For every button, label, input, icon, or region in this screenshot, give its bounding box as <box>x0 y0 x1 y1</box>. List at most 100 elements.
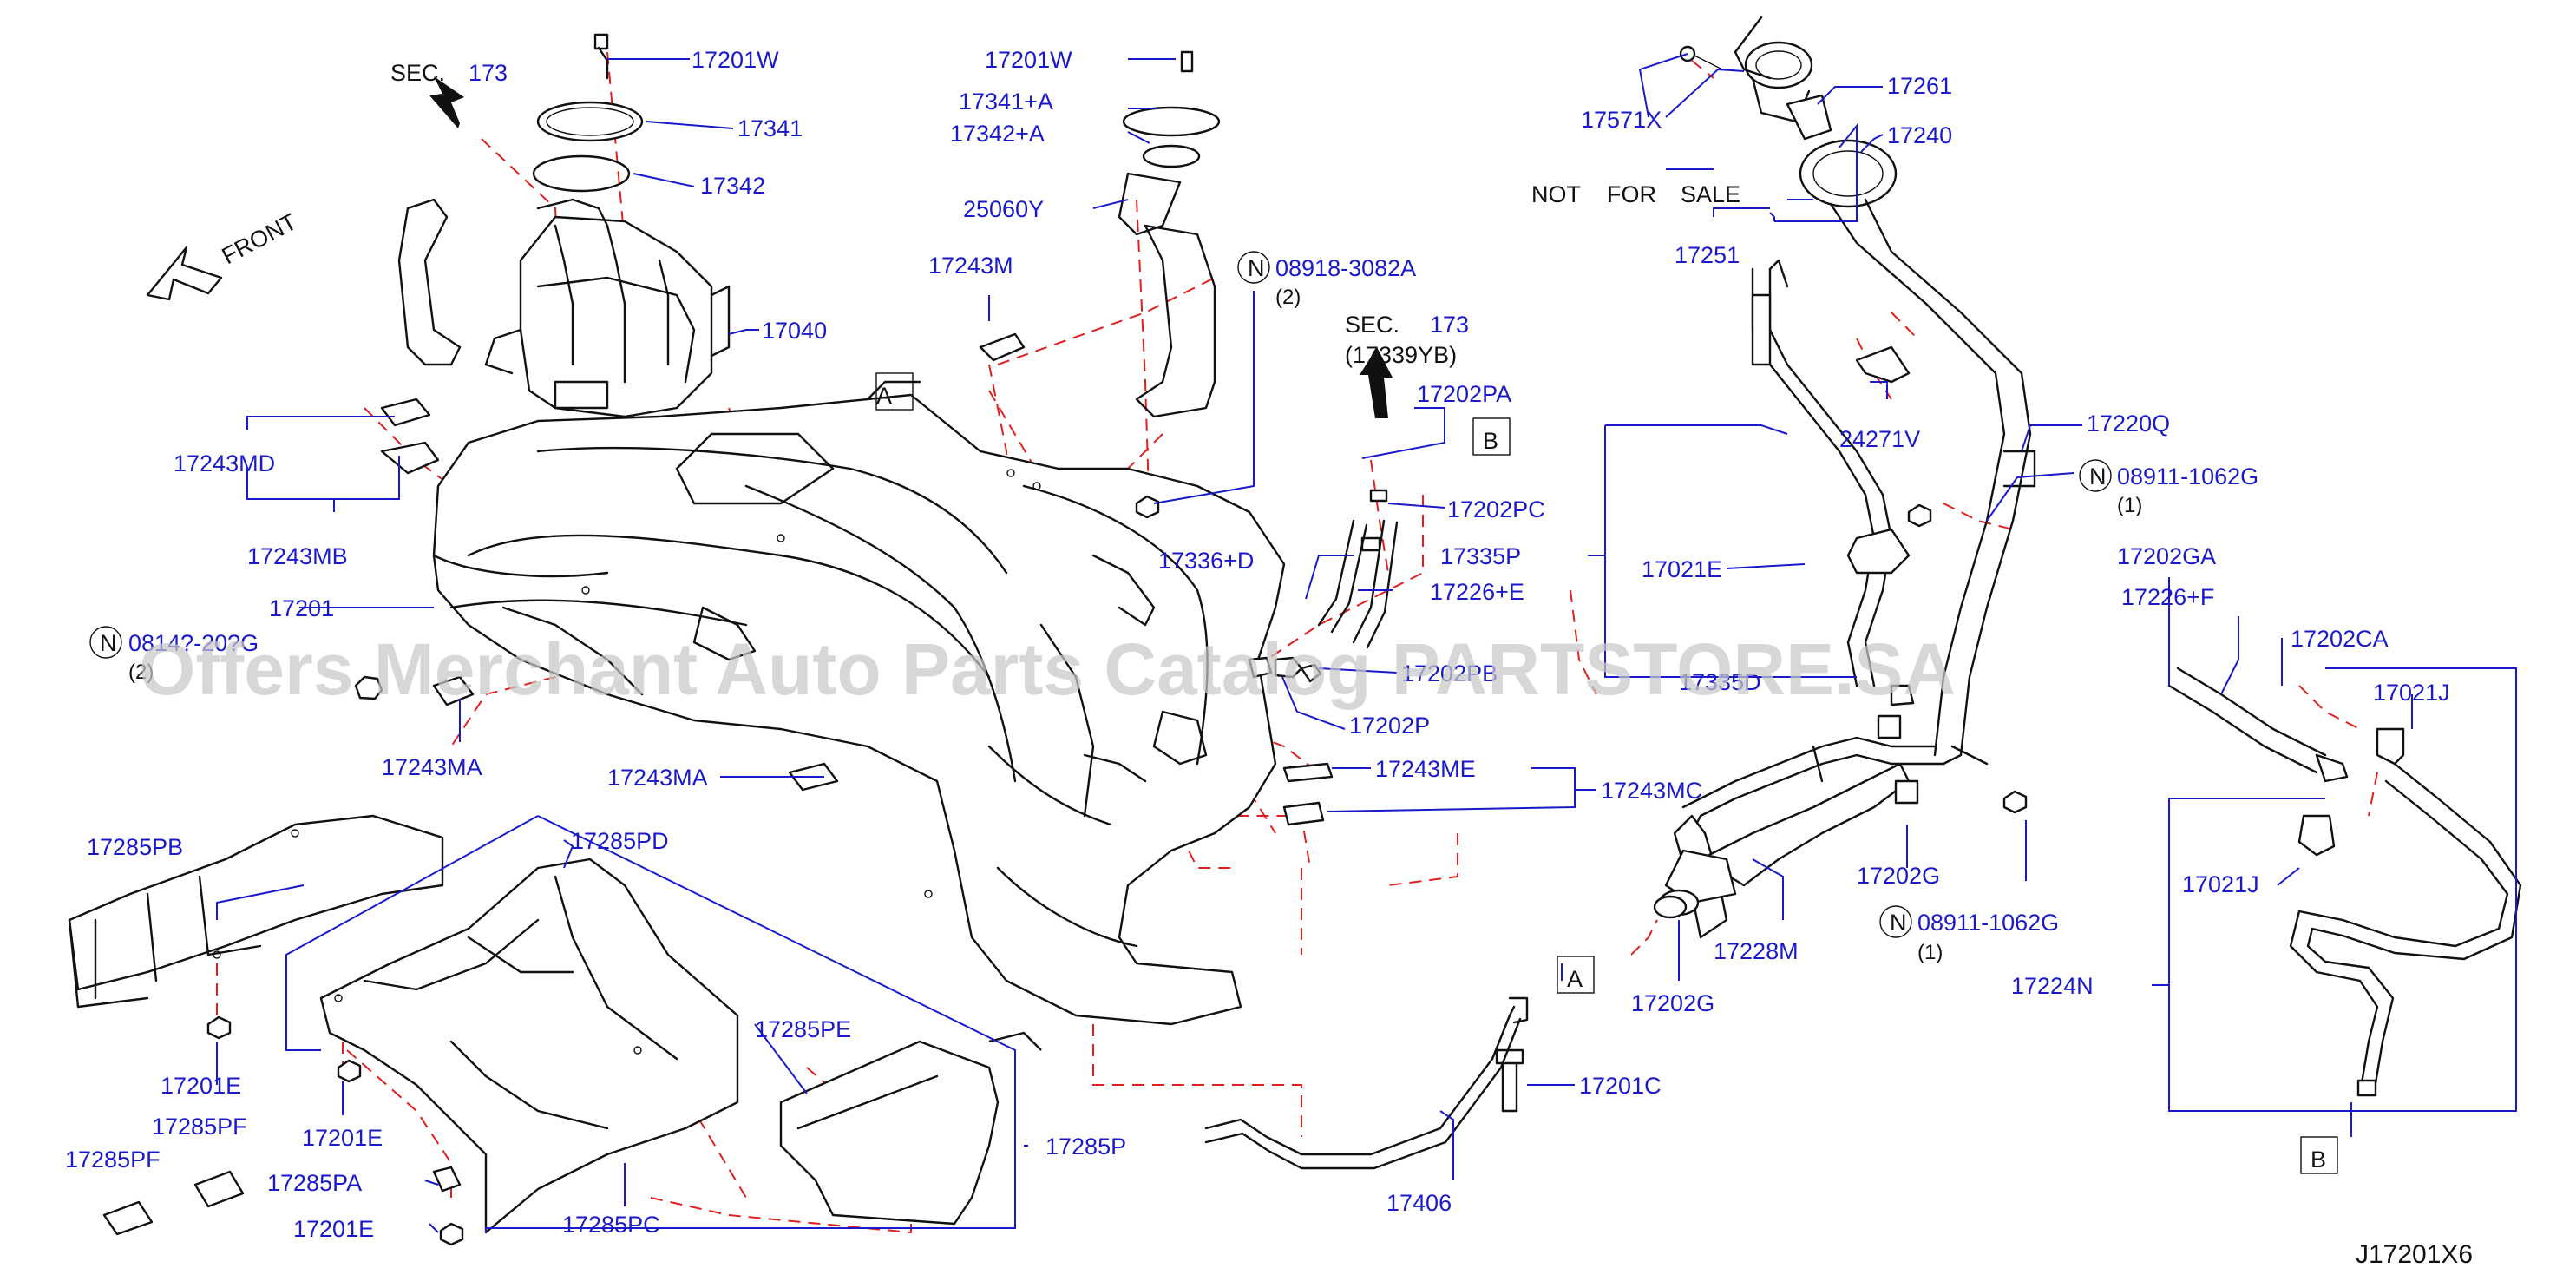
part-label: 08918-3082A <box>1275 255 1416 281</box>
part-label: 17285PF <box>65 1147 161 1173</box>
part-label: 17406 <box>1386 1190 1452 1216</box>
nut-symbol: N <box>1890 910 1907 936</box>
ref-box-label: B <box>1483 428 1498 454</box>
part-label: 0814?-20?G <box>128 630 259 656</box>
part-label: 17202GA <box>2117 543 2216 569</box>
part-label: 17201E <box>293 1216 374 1242</box>
diagram-id: J17201X6 <box>2356 1240 2473 1269</box>
nut-symbol: N <box>1248 255 1265 281</box>
part-label: 17335D <box>1679 669 1761 695</box>
filler-assembly <box>1673 16 2036 939</box>
part-label: 17261 <box>1887 73 1952 99</box>
heat-shield-17285PE <box>779 1040 1000 1226</box>
nut-symbols <box>89 251 2112 938</box>
part-label: 17202PA <box>1417 381 1511 407</box>
fuel-tank-drawing <box>432 380 1286 1026</box>
part-label: 17202PC <box>1447 496 1545 522</box>
not-for-sale-word: NOT <box>1531 181 1581 207</box>
part-label: 17243MC <box>1601 778 1702 804</box>
part-label: 17342 <box>700 173 765 199</box>
pipe-17226F <box>2167 667 2349 783</box>
quantity-label: (1) <box>2117 494 2142 517</box>
fasteners <box>206 489 2028 1246</box>
vent-tube-17224N <box>2289 727 2522 1097</box>
part-label: 17021J <box>2373 680 2450 706</box>
part-label: 08911-1062G <box>1917 910 2059 936</box>
part-label: 17202CA <box>2291 626 2389 652</box>
part-label: 17285PC <box>562 1212 660 1238</box>
part-label: 25060Y <box>963 196 1044 222</box>
ref-box-label: A <box>876 383 892 409</box>
part-label: 17201C <box>1579 1073 1662 1099</box>
leader-lines <box>216 53 2517 1233</box>
part-label: 17243MB <box>247 543 348 569</box>
part-label: 24271V <box>1839 426 1920 452</box>
part-label: 17226+E <box>1430 579 1524 605</box>
watermark: Offers Merchant Auto Parts Catalog PARTS… <box>139 628 1956 710</box>
part-label: 08911-1062G <box>2117 463 2258 490</box>
small-pads <box>102 332 1334 1236</box>
part-label: 17285P <box>1045 1134 1126 1160</box>
not-for-sale-word: SALE <box>1681 181 1740 207</box>
clamps <box>1248 656 1919 919</box>
part-label: 17243MA <box>607 765 708 791</box>
part-label: 17224N <box>2011 973 2094 999</box>
part-label: 17285PF <box>152 1114 247 1140</box>
section-prefix-1: SEC. <box>390 60 445 86</box>
part-label: 17341 <box>737 115 803 141</box>
part-label: 17285PB <box>87 834 183 860</box>
part-label: 17201 <box>269 595 334 621</box>
part-label: 17285PE <box>755 1016 851 1042</box>
hoses-center <box>1317 519 1399 649</box>
breather-hose-17021E <box>1751 259 1915 706</box>
part-label: 17336+D <box>1158 548 1254 574</box>
part-label: 17251 <box>1675 242 1740 268</box>
section-arrows <box>429 76 1393 418</box>
part-label: 17202P <box>1349 713 1430 739</box>
part-label: 17202G <box>1857 863 1940 889</box>
ref-box-label: B <box>2311 1147 2326 1173</box>
ref-boxes <box>875 372 2338 1174</box>
part-label: 17201E <box>161 1073 241 1099</box>
part-label: 17285PD <box>571 828 669 854</box>
front-label: FRONT <box>218 208 301 269</box>
part-label: 17201W <box>985 47 1072 73</box>
part-label: 17243MA <box>382 754 482 780</box>
part-label: 17201W <box>692 47 779 73</box>
nut-symbol: N <box>2089 463 2107 490</box>
part-label: 17285PA <box>267 1170 362 1196</box>
not-for-sale-word: FOR <box>1607 181 1656 207</box>
part-label: 17202PB <box>1401 660 1498 687</box>
section-sub-2: (17339YB) <box>1345 342 1457 368</box>
heat-shield-17285PD <box>319 858 739 1234</box>
part-label: 17220Q <box>2087 411 2170 437</box>
nut-symbol: N <box>100 630 117 656</box>
part-label: 17021J <box>2182 871 2259 897</box>
tank-band-17406 <box>1204 996 1529 1170</box>
section-prefix-2: SEC. <box>1345 312 1399 338</box>
labels: SEC. 173 FRONT 17201W 17341 17342 17040 … <box>65 47 2473 1269</box>
part-label: 17240 <box>1887 122 1952 148</box>
front-arrow <box>146 246 223 301</box>
part-label: 17243M <box>928 253 1013 279</box>
part-label: 17021E <box>1642 556 1722 582</box>
part-label: 17342+A <box>950 121 1045 147</box>
section-number-2: 173 <box>1430 312 1469 338</box>
part-label: 17243ME <box>1375 756 1476 782</box>
part-label: 17226+F <box>2121 584 2214 610</box>
heat-shield-17285PB <box>68 814 444 1009</box>
fuel-level-sender <box>1118 50 1221 418</box>
part-label: 17228M <box>1714 938 1799 964</box>
section-number-1: 173 <box>469 60 508 86</box>
part-label: 17202G <box>1631 990 1714 1016</box>
part-label: 17040 <box>762 318 827 344</box>
part-label: 17335P <box>1440 543 1521 569</box>
ref-box-label: A <box>1567 966 1583 992</box>
part-label: 17243MD <box>174 450 275 476</box>
quantity-label: (2) <box>128 660 154 684</box>
part-label: 17571X <box>1581 107 1662 133</box>
part-label: 17201E <box>302 1125 383 1151</box>
fuel-pump-module <box>397 33 731 418</box>
